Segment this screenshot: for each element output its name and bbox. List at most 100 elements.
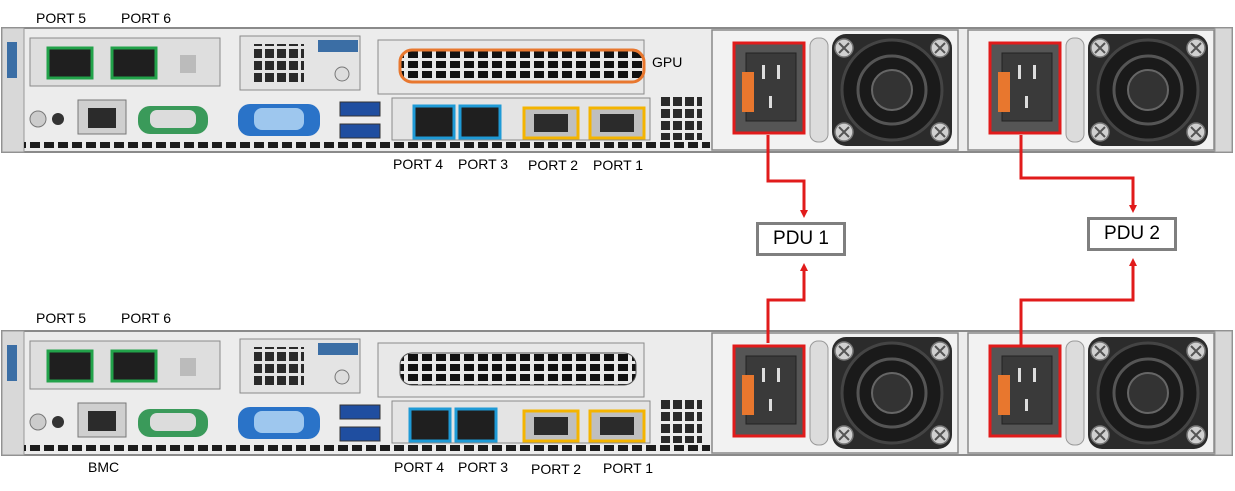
ocp-led [180,358,196,376]
sys-id-button [29,413,47,431]
inlet-pin [1033,368,1036,382]
bottom-vent [24,445,710,453]
psu-latch [998,375,1010,415]
pdu-2-box: PDU 2 [1087,217,1177,251]
port-2-jack [534,114,568,132]
usb-port-1 [339,404,381,420]
psu-handle [809,340,829,446]
riser-latch [318,40,358,52]
port-5 [46,46,94,80]
port-5 [46,349,94,383]
top-port4-label: PORT 4 [393,156,444,172]
inlet-pin [762,368,765,382]
status-led [52,113,64,125]
rack-ear-right [1214,330,1233,456]
port-1 [588,409,646,443]
top-port6-label: PORT 6 [121,10,172,26]
port-3 [454,407,498,443]
fan-guard-ring [1112,54,1184,126]
port-6 [110,349,158,383]
usb-port-2 [339,426,381,442]
usb-port-2 [339,123,381,139]
port-6 [110,46,158,80]
psu-latch [742,375,754,415]
screw-slot [1094,345,1106,357]
power-cable-bottom-psu2 [1019,258,1137,346]
inlet-pin [1033,65,1036,79]
inlet-pin [1025,399,1028,411]
bottom-port3-label: PORT 3 [458,459,509,475]
pdu-1-label: PDU 1 [773,228,829,249]
bmc-port [88,108,116,128]
screw-slot [1190,345,1202,357]
inlet-pin [769,96,772,108]
power-inlet [745,355,797,425]
port-3 [458,104,502,140]
chassis-vent [660,399,702,443]
psu-latch [998,72,1010,112]
gpu-vent-highlight [398,48,646,84]
screw-slot [838,429,850,441]
power-cables [766,135,1137,346]
bottom-port2-label: PORT 2 [531,461,582,477]
fan-hub [1127,69,1169,111]
rack-latch-left [7,345,17,381]
inlet-pin [777,368,780,382]
server-chassis-top [1,27,1233,153]
serial-port-inner [150,110,196,128]
bmc-port [88,411,116,431]
rack-latch-left [7,42,17,78]
screw-slot [1094,42,1106,54]
top-port3-label: PORT 3 [458,156,509,172]
riser-screw [334,66,350,82]
status-led [52,416,64,428]
screw-slot [838,345,850,357]
riser-screw [334,369,350,385]
fan-guard-ring [856,357,928,429]
pdu-2-label: PDU 2 [1104,223,1160,244]
serial-port-inner [150,413,196,431]
top-port2-label: PORT 2 [528,157,579,173]
bottom-port1-label: PORT 1 [603,460,654,476]
screw-slot [934,126,946,138]
bottom-vent [24,142,710,150]
psu-latch [742,72,754,112]
screw-slot [1190,429,1202,441]
inlet-pin [1025,96,1028,108]
sys-id-button [29,110,47,128]
inlet-pin [1018,65,1021,79]
riser-grille [254,347,304,387]
inlet-pin [777,65,780,79]
screw-slot [838,126,850,138]
screw-slot [1190,126,1202,138]
screw-slot [1190,42,1202,54]
screw-slot [838,42,850,54]
bottom-port4-label: PORT 4 [394,459,445,475]
port-1-jack [600,114,634,132]
inlet-pin [769,399,772,411]
top-gpu-label: GPU [652,54,683,70]
rack-ear-right [1214,27,1233,153]
top-port5-label: PORT 5 [36,10,87,26]
port-4 [412,104,456,140]
psu-handle [1065,340,1085,446]
vga-port-inner [254,108,304,130]
port-2-jack [534,417,568,435]
inlet-pin [1018,368,1021,382]
fan-hub [1127,372,1169,414]
fan-guard-ring [856,54,928,126]
top-port1-label: PORT 1 [593,157,644,173]
bottom-bmc-label: BMC [88,459,120,475]
fan-guard-ring [1112,357,1184,429]
power-inlet [1001,355,1053,425]
port-1-jack [600,417,634,435]
riser-grille [254,44,304,84]
inlet-pin [762,65,765,79]
pcie-vent [399,352,637,386]
screw-slot [934,42,946,54]
pdu-1-box: PDU 1 [756,222,846,256]
usb-port-1 [339,101,381,117]
port-4 [408,407,452,443]
vga-port-inner [254,411,304,433]
